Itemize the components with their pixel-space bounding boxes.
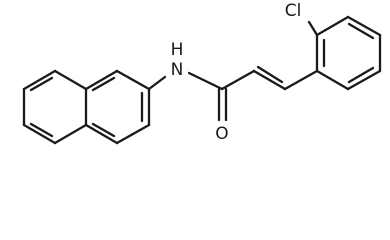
ring-bond bbox=[115, 69, 151, 91]
ring-bond bbox=[84, 123, 119, 145]
ring-double-bond bbox=[347, 22, 375, 40]
acrylamide-linker bbox=[187, 65, 319, 122]
ring-bond bbox=[84, 69, 119, 91]
ring-bond bbox=[315, 15, 350, 37]
ring-bond bbox=[346, 15, 382, 37]
chlorophenyl-ring bbox=[315, 15, 382, 91]
amide-bond bbox=[187, 71, 224, 91]
vinyl-carbonyl-bond bbox=[220, 69, 256, 91]
ring-double-bond bbox=[91, 76, 116, 92]
chemical-structure-diagram: Cl O N H bbox=[22, 1, 382, 145]
ring-bond bbox=[315, 69, 350, 91]
oxygen-atom-label: O bbox=[215, 124, 228, 144]
ring-bond bbox=[115, 123, 151, 145]
carbon-chlorine-bond bbox=[307, 20, 319, 37]
vinyl-ring-bond bbox=[283, 69, 319, 91]
chlorine-atom-label: Cl bbox=[285, 1, 302, 21]
ring-double-bond bbox=[29, 76, 54, 92]
vinyl-double-bond bbox=[252, 69, 287, 91]
ring-bond bbox=[346, 69, 382, 91]
nitrogen-naphthyl-bond bbox=[147, 75, 167, 91]
ring-bond bbox=[22, 69, 57, 91]
ring-double-bond bbox=[347, 66, 375, 84]
ring-bond bbox=[53, 123, 88, 145]
naphthalene-ring-system bbox=[22, 69, 151, 145]
vinyl-double-bond-inner bbox=[256, 65, 284, 84]
ring-double-bond bbox=[29, 122, 54, 138]
ring-double-bond bbox=[91, 122, 116, 138]
ring-bond bbox=[22, 123, 57, 145]
ring-bond bbox=[53, 69, 88, 91]
hydrogen-atom-label: H bbox=[171, 40, 184, 60]
nitrogen-atom-label: N bbox=[171, 60, 184, 80]
